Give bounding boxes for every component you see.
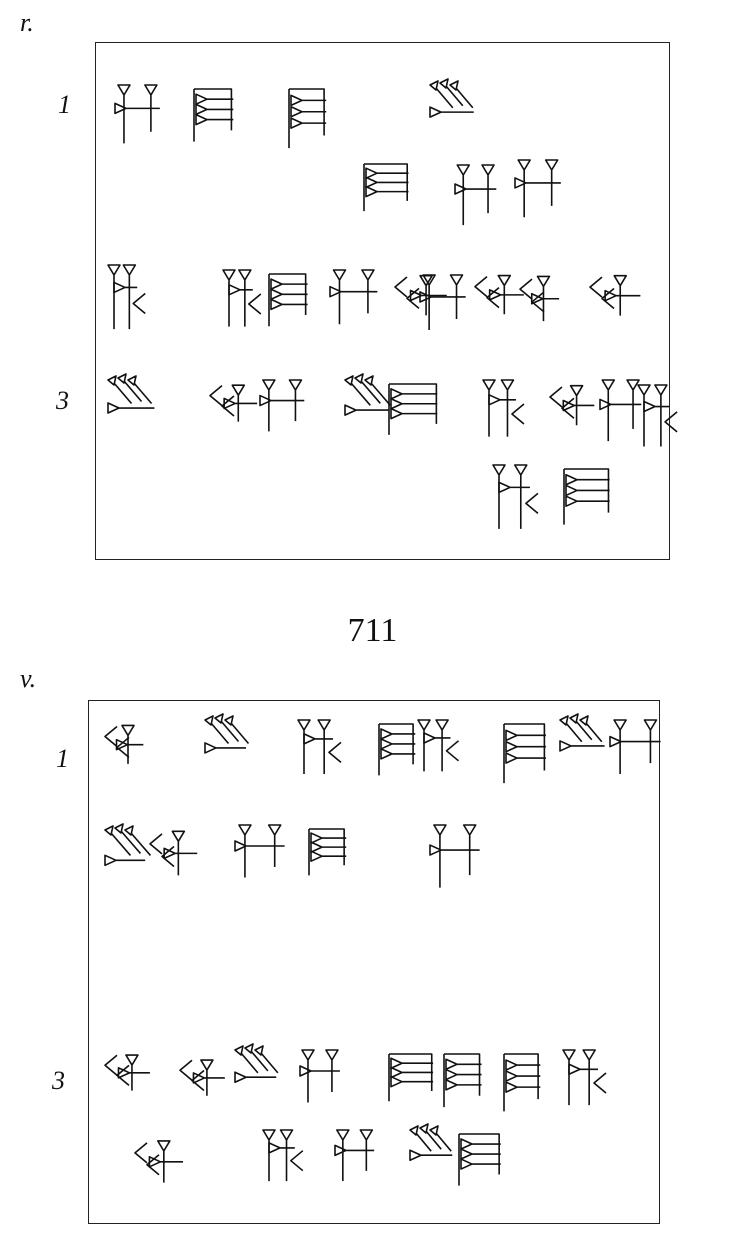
- cuneiform-sign: [259, 379, 305, 432]
- cuneiform-sign: [443, 1053, 482, 1108]
- cuneiform-sign: [429, 824, 480, 888]
- cuneiform-sign: [107, 264, 146, 330]
- cuneiform-sign: [388, 1053, 434, 1102]
- reverse-side-label: v.: [20, 664, 37, 693]
- cuneiform-sign: [409, 1123, 453, 1162]
- cuneiform-sign: [288, 88, 327, 149]
- cuneiform-sign: [599, 379, 642, 442]
- cuneiform-sign: [637, 384, 678, 447]
- cuneiform-sign: [134, 1140, 184, 1183]
- cuneiform-sign: [234, 1043, 279, 1084]
- cuneiform-sign: [344, 373, 391, 416]
- cuneiform-sign: [388, 383, 438, 435]
- cuneiform-sign: [299, 1049, 340, 1103]
- cuneiform-sign: [519, 275, 560, 322]
- cuneiform-sign: [419, 274, 466, 330]
- cuneiform-sign: [308, 828, 347, 876]
- cuneiform-sign: [563, 468, 610, 525]
- cuneiform-sign: [394, 274, 447, 316]
- cuneiform-sign: [104, 724, 144, 764]
- reverse-line-number-1: 1: [56, 744, 69, 773]
- cuneiform-sign: [204, 713, 250, 754]
- obverse-tablet-frame: [95, 42, 670, 560]
- cuneiform-sign: [114, 84, 160, 144]
- cuneiform-sign: [262, 1129, 304, 1182]
- cuneiform-sign: [589, 274, 641, 316]
- cuneiform-sign: [268, 273, 308, 327]
- cuneiform-sign: [492, 464, 539, 529]
- cuneiform-sign: [429, 78, 474, 118]
- cuneiform-sign: [209, 384, 258, 422]
- cuneiform-sign: [417, 719, 460, 772]
- cuneiform-sign: [234, 824, 285, 878]
- reverse-tablet-frame: [88, 700, 660, 1224]
- cuneiform-sign: [329, 269, 378, 325]
- cuneiform-sign: [562, 1049, 607, 1106]
- cuneiform-sign: [107, 373, 155, 414]
- obverse-line-number-3: 3: [56, 386, 69, 415]
- cuneiform-sign: [297, 719, 342, 775]
- cuneiform-sign: [454, 164, 497, 226]
- cuneiform-sign: [378, 723, 416, 776]
- cuneiform-sign: [549, 384, 595, 426]
- cuneiform-sign: [222, 269, 262, 327]
- cuneiform-sign: [149, 830, 198, 876]
- cuneiform-sign: [609, 719, 661, 774]
- cuneiform-sign: [503, 723, 546, 784]
- cuneiform-sign: [104, 823, 152, 867]
- text-number: 711: [347, 612, 398, 649]
- cuneiform-sign: [363, 163, 409, 212]
- cuneiform-sign: [482, 379, 525, 437]
- cuneiform-sign: [503, 1053, 541, 1112]
- cuneiform-sign: [514, 159, 561, 218]
- cuneiform-sign: [193, 88, 234, 142]
- cuneiform-sign: [559, 713, 605, 752]
- cuneiform-sign: [104, 1054, 150, 1091]
- cuneiform-sign: [474, 274, 524, 315]
- obverse-side-label: r.: [20, 8, 34, 37]
- cuneiform-sign: [179, 1059, 225, 1096]
- obverse-line-number-1: 1: [58, 90, 71, 119]
- reverse-line-number-3: 3: [52, 1066, 65, 1095]
- cuneiform-sign: [334, 1129, 375, 1182]
- cuneiform-sign: [458, 1133, 501, 1186]
